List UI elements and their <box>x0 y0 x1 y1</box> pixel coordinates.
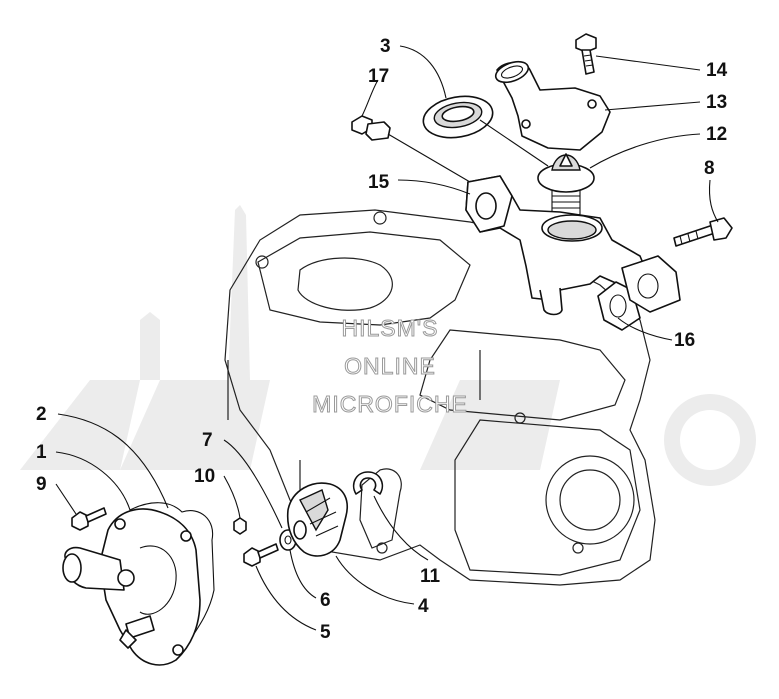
part-11-snap-ring[interactable] <box>352 471 384 495</box>
part-13-housing-cover[interactable] <box>493 58 611 151</box>
part-17-fitting[interactable] <box>351 115 391 141</box>
callout-4[interactable]: 4 <box>418 596 429 617</box>
leader-10 <box>223 475 241 519</box>
watermark-line-3: MICROFICHE <box>312 391 468 417</box>
leader-15b <box>387 133 471 183</box>
part-4-impeller[interactable] <box>286 482 348 557</box>
part-5-bolt[interactable] <box>243 543 279 567</box>
part-3-seal[interactable] <box>420 91 496 143</box>
leader-13 <box>604 101 701 111</box>
leader-15 <box>397 179 471 195</box>
callout-labels: 3 17 14 13 12 8 15 16 2 7 1 10 9 11 6 4 … <box>36 36 728 643</box>
part-15-outlet-body[interactable] <box>465 175 651 316</box>
callout-14[interactable]: 14 <box>706 60 728 81</box>
callout-5[interactable]: 5 <box>320 622 331 643</box>
background-logo <box>20 205 756 486</box>
part-8-bolt[interactable] <box>673 217 733 247</box>
leader-14 <box>595 55 701 71</box>
leader-12b <box>479 119 549 167</box>
leader-3 <box>399 45 447 99</box>
callout-11[interactable]: 11 <box>420 566 441 587</box>
callout-1[interactable]: 1 <box>36 442 47 463</box>
leader-6 <box>289 549 317 599</box>
leader-8 <box>708 179 719 223</box>
callout-2[interactable]: 2 <box>36 404 47 425</box>
part-9-bolt[interactable] <box>71 507 107 531</box>
callout-15[interactable]: 15 <box>368 172 390 193</box>
leader-16 <box>617 317 673 341</box>
callout-13[interactable]: 13 <box>706 92 727 113</box>
leader-7 <box>223 439 283 529</box>
watermark: HILSM'S ONLINE MICROFICHE <box>312 315 468 418</box>
callout-12[interactable]: 12 <box>706 124 727 145</box>
callout-10[interactable]: 10 <box>194 466 215 487</box>
part-14-bolt[interactable] <box>575 33 597 75</box>
leader-5 <box>255 565 317 631</box>
leader-9 <box>55 483 77 515</box>
leader-lines <box>55 45 719 631</box>
leader-2 <box>57 413 169 509</box>
part-1-pump-housing[interactable] <box>62 508 201 666</box>
part-12-thermostat[interactable] <box>537 153 595 221</box>
leader-1 <box>55 451 131 511</box>
callout-3[interactable]: 3 <box>380 36 391 57</box>
callout-17[interactable]: 17 <box>368 66 389 87</box>
callout-8[interactable]: 8 <box>704 158 715 179</box>
callout-7[interactable]: 7 <box>202 430 213 451</box>
callout-9[interactable]: 9 <box>36 474 47 495</box>
callout-16[interactable]: 16 <box>674 330 695 351</box>
part-16-gasket[interactable] <box>597 255 681 331</box>
part-10-pin[interactable] <box>233 517 247 535</box>
leader-12 <box>589 133 701 169</box>
watermark-line-1: HILSM'S <box>341 315 438 341</box>
leader-11 <box>373 495 429 561</box>
watermark-line-2: ONLINE <box>344 353 436 379</box>
callout-6[interactable]: 6 <box>320 590 331 611</box>
leader-4 <box>335 555 415 605</box>
leader-17 <box>361 79 379 117</box>
